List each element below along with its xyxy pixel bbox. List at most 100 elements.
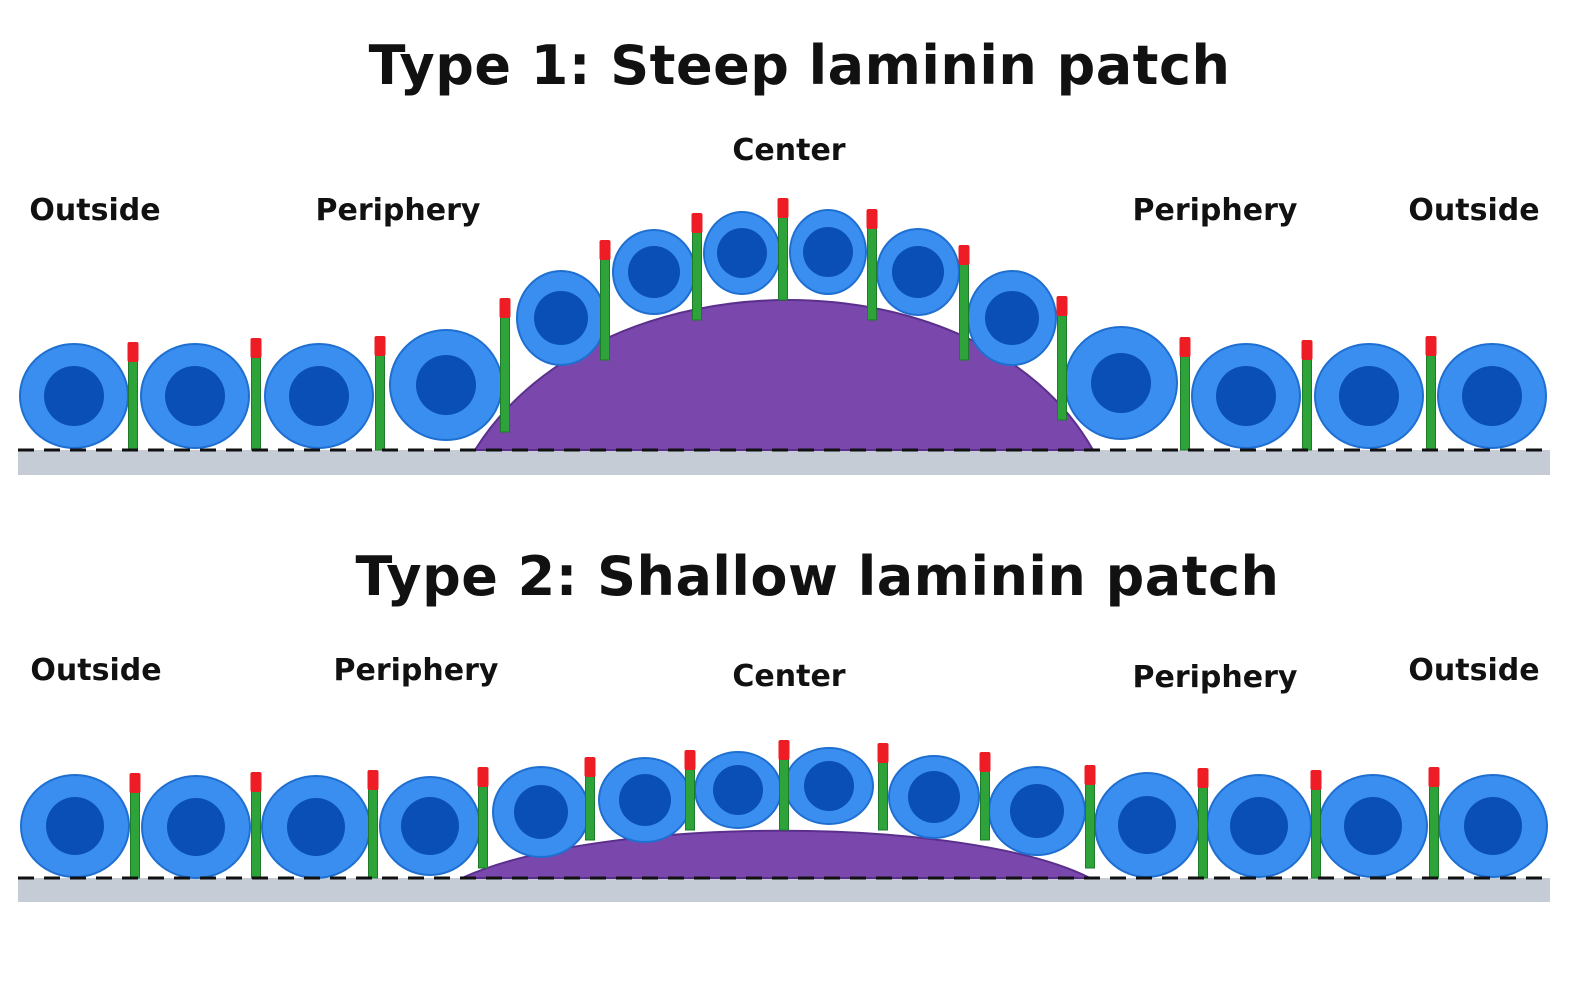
type2-cell-nucleus-7 <box>713 765 763 815</box>
type1-outside-left-label: Outside <box>29 193 161 228</box>
type2-receptor-tip-12 <box>1310 770 1322 790</box>
type2-diagram <box>18 740 1550 902</box>
type1-receptor-stalk-11 <box>1180 354 1190 451</box>
type2-cell-nucleus-11 <box>1118 796 1176 854</box>
type1-receptor-tip-11 <box>1179 337 1191 357</box>
type2-cell-9 <box>888 755 980 839</box>
type2-adhesion-receptor-13 <box>1428 767 1440 879</box>
type2-cell-2 <box>141 775 251 879</box>
type2-cell-1 <box>20 774 130 878</box>
type1-receptor-tip-4 <box>499 298 511 318</box>
type2-adhesion-receptor-5 <box>584 757 596 841</box>
type1-cell-nucleus-7 <box>717 228 767 278</box>
type1-adhesion-receptor-11 <box>1179 337 1191 451</box>
type2-adhesion-receptor-3 <box>367 770 379 879</box>
type2-receptor-tip-1 <box>129 773 141 793</box>
type1-receptor-stalk-10 <box>1057 313 1067 421</box>
type1-cell-12 <box>1191 343 1301 449</box>
type2-cell-7 <box>694 751 782 829</box>
type2-cell-12 <box>1206 774 1312 878</box>
type2-cell-3 <box>261 775 371 879</box>
type1-adhesion-receptor-1 <box>127 342 139 451</box>
type2-adhesion-receptor-8 <box>877 743 889 831</box>
type2-adhesion-receptor-2 <box>250 772 262 879</box>
type2-receptor-tip-8 <box>877 743 889 763</box>
type2-cell-13 <box>1318 774 1428 878</box>
type1-adhesion-receptor-5 <box>599 240 611 361</box>
type1-cell-nucleus-6 <box>628 246 680 298</box>
type2-adhesion-receptor-4 <box>477 767 489 869</box>
type1-cell-nucleus-12 <box>1216 366 1276 426</box>
type2-cell-nucleus-8 <box>804 761 854 811</box>
type1-cell-1 <box>19 343 129 449</box>
type1-receptor-tip-8 <box>866 209 878 229</box>
type1-cell-11 <box>1064 326 1178 440</box>
type2-periphery-right-label: Periphery <box>1132 660 1298 695</box>
type1-adhesion-receptor-10 <box>1056 296 1068 421</box>
type1-receptor-stalk-5 <box>600 257 610 361</box>
type1-substrate <box>18 450 1550 475</box>
type1-adhesion-receptor-2 <box>250 338 262 451</box>
type1-receptor-stalk-1 <box>128 359 138 451</box>
type1-receptor-stalk-9 <box>959 262 969 361</box>
type1-receptor-tip-2 <box>250 338 262 358</box>
type2-cell-5 <box>492 766 590 858</box>
type1-cell-9 <box>876 228 960 316</box>
type2-adhesion-receptor-9 <box>979 752 991 841</box>
type1-receptor-stalk-12 <box>1302 357 1312 451</box>
type1-receptor-tip-6 <box>691 213 703 233</box>
type1-cell-nucleus-4 <box>416 355 476 415</box>
type2-receptor-tip-10 <box>1084 765 1096 785</box>
type1-receptor-stalk-2 <box>251 355 261 451</box>
type1-receptor-tip-13 <box>1425 336 1437 356</box>
type2-receptor-stalk-4 <box>478 784 488 869</box>
type1-cell-nucleus-2 <box>165 366 225 426</box>
type1-cell-3 <box>264 343 374 449</box>
type1-adhesion-receptor-13 <box>1425 336 1437 451</box>
type2-receptor-stalk-3 <box>368 787 378 879</box>
type2-receptor-stalk-2 <box>251 789 261 879</box>
type1-laminin-patch <box>473 299 1095 451</box>
type1-adhesion-receptor-4 <box>499 298 511 433</box>
type1-cell-nucleus-1 <box>44 366 104 426</box>
type1-periphery-left-label: Periphery <box>315 193 481 228</box>
type2-receptor-tip-3 <box>367 770 379 790</box>
type1-adhesion-receptor-7 <box>777 198 789 301</box>
type2-receptor-stalk-10 <box>1085 782 1095 869</box>
type2-receptor-stalk-11 <box>1198 785 1208 879</box>
type2-cell-nucleus-6 <box>619 774 671 826</box>
type2-center-label: Center <box>732 659 846 694</box>
type1-cell-6 <box>612 229 696 315</box>
type2-cell-10 <box>988 766 1086 856</box>
type2-cell-nucleus-12 <box>1230 797 1288 855</box>
type2-cell-nucleus-5 <box>514 785 568 839</box>
type1-receptor-tip-5 <box>599 240 611 260</box>
type2-adhesion-receptor-6 <box>684 750 696 831</box>
type1-adhesion-receptor-12 <box>1301 340 1313 451</box>
type2-adhesion-receptor-7 <box>778 740 790 831</box>
type1-receptor-tip-7 <box>777 198 789 218</box>
type2-cell-nucleus-14 <box>1464 797 1522 855</box>
type2-receptor-tip-9 <box>979 752 991 772</box>
type2-cell-8 <box>784 747 874 825</box>
type2-adhesion-receptor-11 <box>1197 768 1209 879</box>
type2-receptor-tip-13 <box>1428 767 1440 787</box>
type1-cell-14 <box>1437 343 1547 449</box>
type1-receptor-tip-9 <box>958 245 970 265</box>
type1-receptor-stalk-8 <box>867 226 877 321</box>
type1-adhesion-receptor-9 <box>958 245 970 361</box>
type1-cell-nucleus-8 <box>803 227 853 277</box>
type1-cell-nucleus-3 <box>289 366 349 426</box>
type1-cell-10 <box>967 270 1057 366</box>
type2-cell-nucleus-4 <box>401 797 459 855</box>
type1-cell-nucleus-9 <box>892 246 944 298</box>
type2-title: Type 2: Shallow laminin patch <box>355 545 1280 608</box>
type2-cell-nucleus-3 <box>287 798 345 856</box>
type2-receptor-tip-6 <box>684 750 696 770</box>
type1-receptor-stalk-4 <box>500 315 510 433</box>
type2-cell-6 <box>598 757 692 843</box>
type2-receptor-tip-11 <box>1197 768 1209 788</box>
type1-cell-nucleus-14 <box>1462 366 1522 426</box>
type2-receptor-tip-2 <box>250 772 262 792</box>
type1-receptor-tip-10 <box>1056 296 1068 316</box>
